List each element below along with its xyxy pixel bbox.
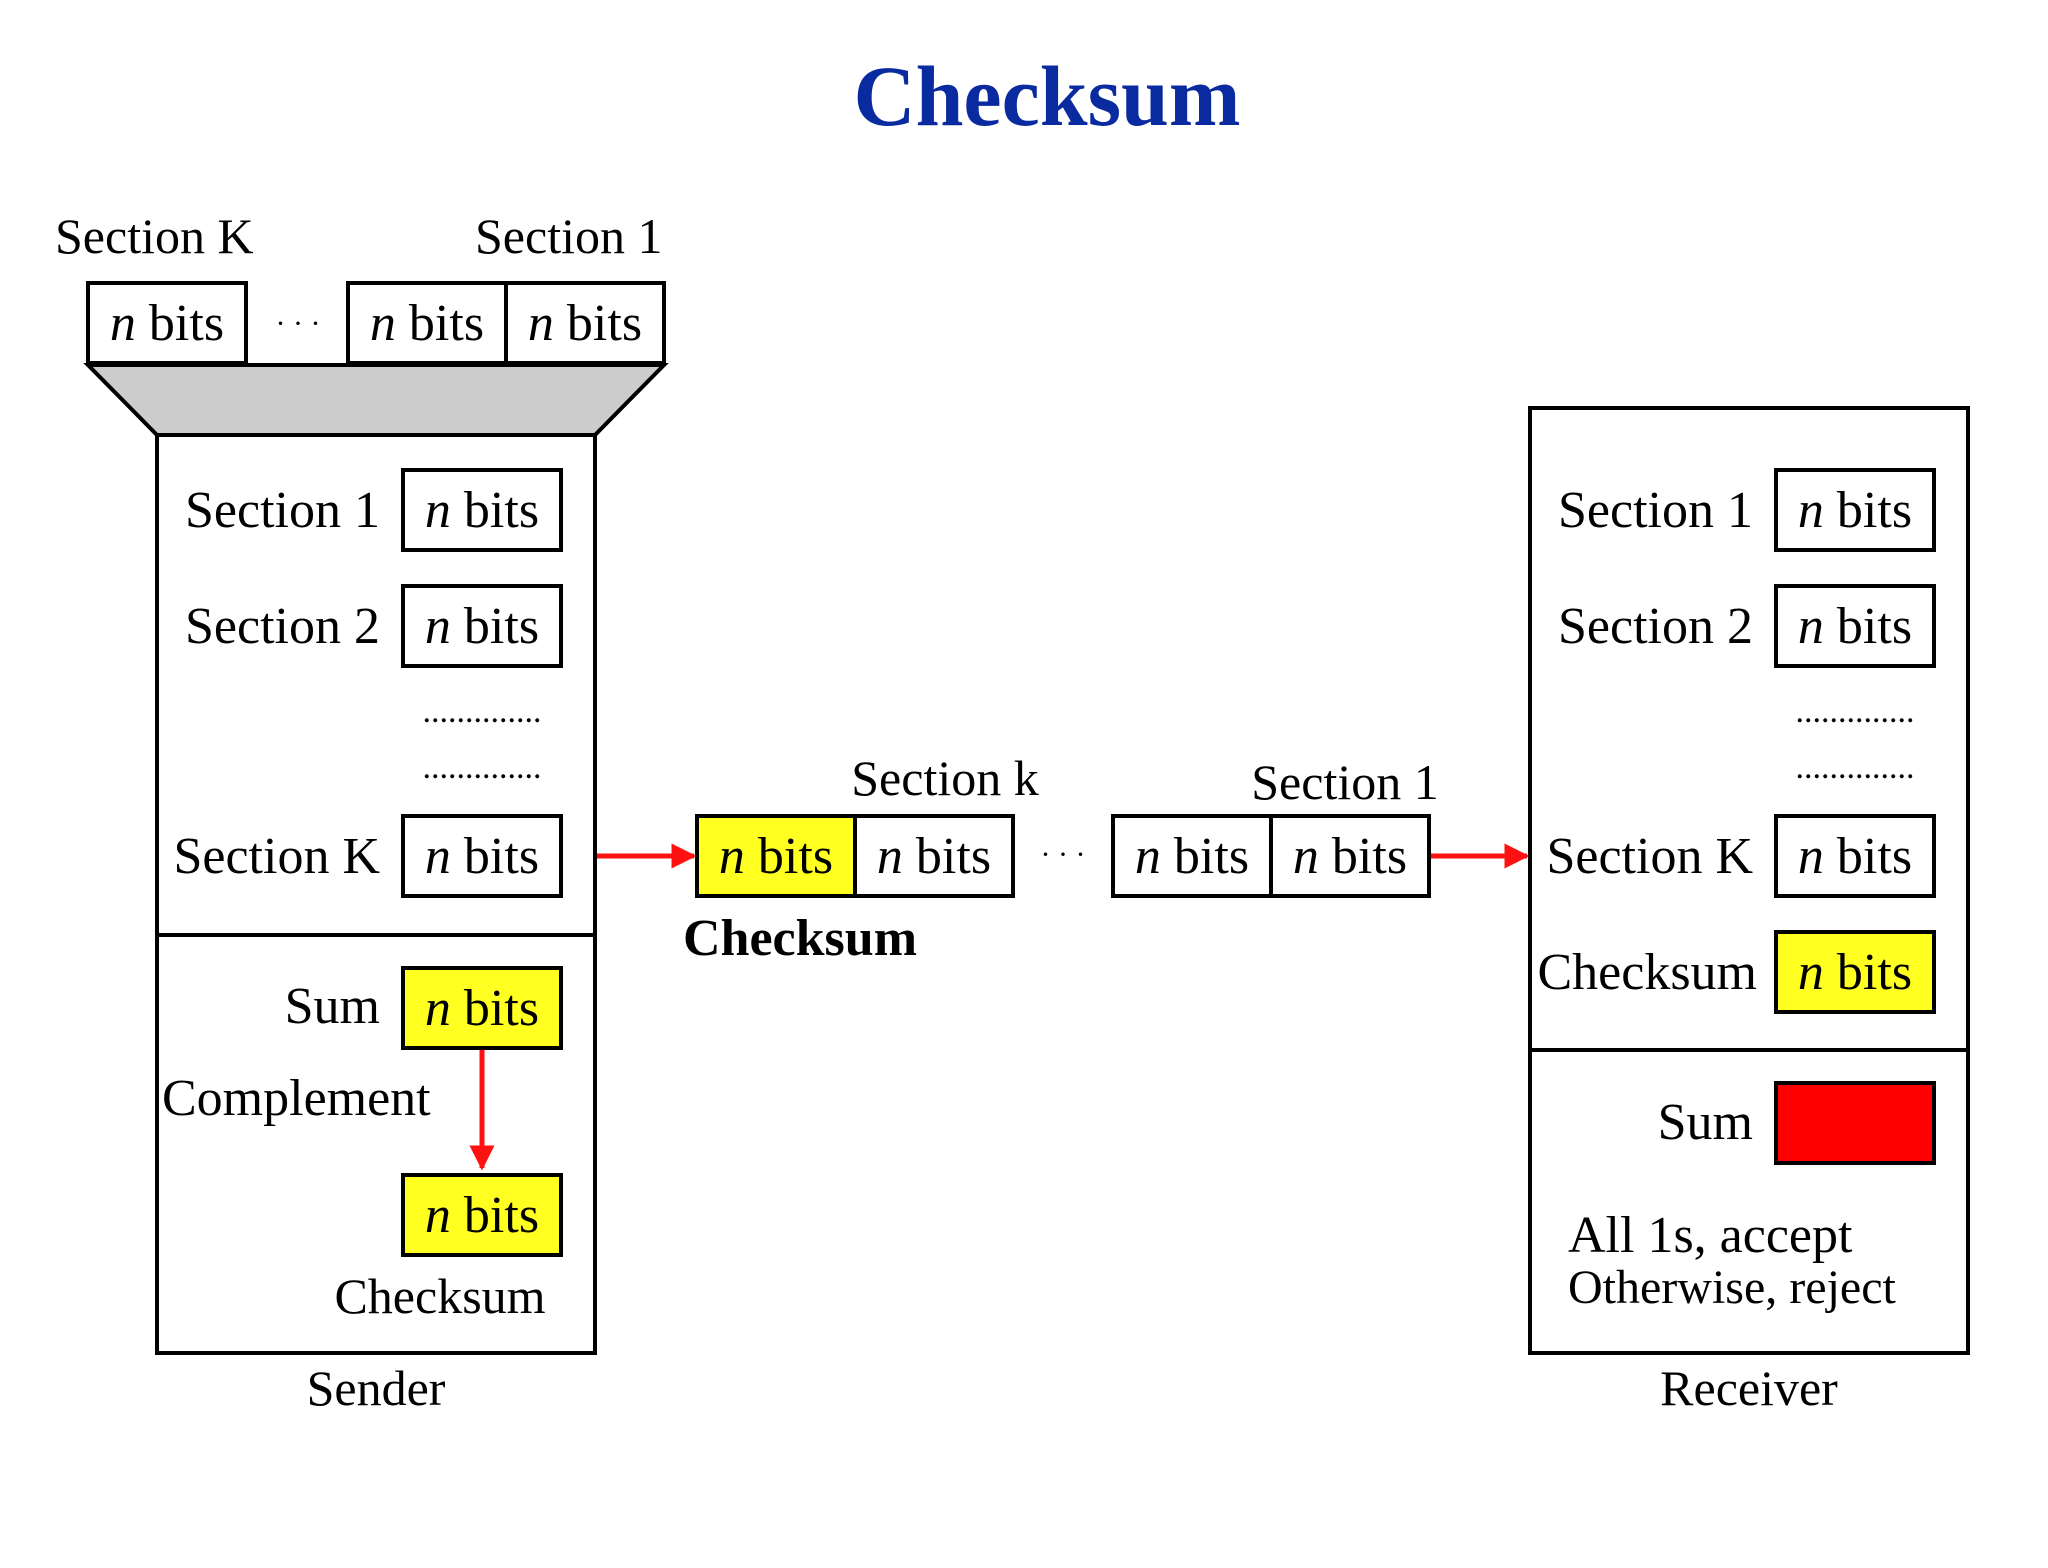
sender-complement-label: Complement [162, 1070, 431, 1127]
sender-sum-label: Sum [285, 978, 380, 1035]
receiver-checksum-cell [1774, 930, 1936, 1014]
sender-row-1-label: Section 1 [185, 482, 380, 539]
top-label-section-1: Section 1 [475, 208, 662, 264]
sender-checksum-label: Checksum [334, 1268, 545, 1324]
receiver-row-1-label: Section 1 [1558, 482, 1753, 539]
receiver-result-accept: All 1s, accept [1568, 1207, 1853, 1264]
receiver-checksum-cell-text: n bits [1798, 944, 1912, 1001]
trans-label-section-k: Section k [851, 750, 1038, 806]
receiver-row-2-label: Section 2 [1558, 598, 1753, 655]
sender-sum-cell-text: n bits [425, 980, 539, 1037]
sender-checksum-cell-text: n bits [425, 1187, 539, 1244]
receiver-dots-2: .............. [1796, 749, 1915, 786]
sender-row-1-cell [401, 468, 563, 552]
page-title: Checksum [853, 48, 1240, 144]
trans-checksum-label: Checksum [683, 910, 917, 967]
sender-caption: Sender [307, 1360, 446, 1416]
receiver-caption: Receiver [1660, 1360, 1838, 1416]
receiver-sum-label: Sum [1658, 1094, 1753, 1151]
receiver-row-k-cell-text: n bits [1798, 828, 1912, 885]
funnel [83, 363, 669, 437]
receiver-row-k-label: Section K [1546, 828, 1753, 885]
sender-box [155, 433, 597, 1355]
sender-row-2-cell-text: n bits [425, 598, 539, 655]
top-label-section-k: Section K [55, 208, 254, 264]
receiver-row-1-cell [1774, 468, 1936, 552]
receiver-row-1-cell-text: n bits [1798, 482, 1912, 539]
receiver-result-reject: Otherwise, reject [1568, 1261, 1897, 1314]
sender-sum-cell [401, 966, 563, 1050]
sender-row-2-cell [401, 584, 563, 668]
top-cell-k [86, 281, 248, 365]
sender-row-k-label: Section K [173, 828, 380, 885]
trans-checksum-cell [695, 814, 857, 898]
trans-section-1-cell [1269, 814, 1431, 898]
trans-section-2-cell [1111, 814, 1273, 898]
sender-row-2-label: Section 2 [185, 598, 380, 655]
sender-row-k-cell-text: n bits [425, 828, 539, 885]
trans-section-1-cell-text: n bits [1293, 828, 1407, 885]
trans-label-section-1: Section 1 [1251, 754, 1438, 810]
top-ellipsis: · · · [276, 307, 321, 340]
receiver-row-2-cell [1774, 584, 1936, 668]
receiver-sum-cell [1774, 1081, 1936, 1165]
receiver-checksum-label: Checksum [1537, 944, 1757, 1001]
trans-checksum-cell-text: n bits [719, 828, 833, 885]
sender-dots-2: .............. [423, 749, 542, 786]
sender-dots-1: .............. [423, 693, 542, 730]
receiver-row-k-cell [1774, 814, 1936, 898]
receiver-row-2-cell-text: n bits [1798, 598, 1912, 655]
trans-section-k-cell-text: n bits [877, 828, 991, 885]
sender-checksum-cell [401, 1173, 563, 1257]
sender-row-1-cell-text: n bits [425, 482, 539, 539]
receiver-dots-1: .............. [1796, 693, 1915, 730]
trans-section-2-cell-text: n bits [1135, 828, 1249, 885]
trans-section-k-cell [853, 814, 1015, 898]
trans-ellipsis: · · · [1041, 838, 1086, 871]
top-cell-2-text: n bits [370, 295, 484, 352]
top-cell-1-text: n bits [528, 295, 642, 352]
top-cell-k-text: n bits [110, 295, 224, 352]
receiver-box [1528, 406, 1970, 1355]
sender-row-k-cell [401, 814, 563, 898]
